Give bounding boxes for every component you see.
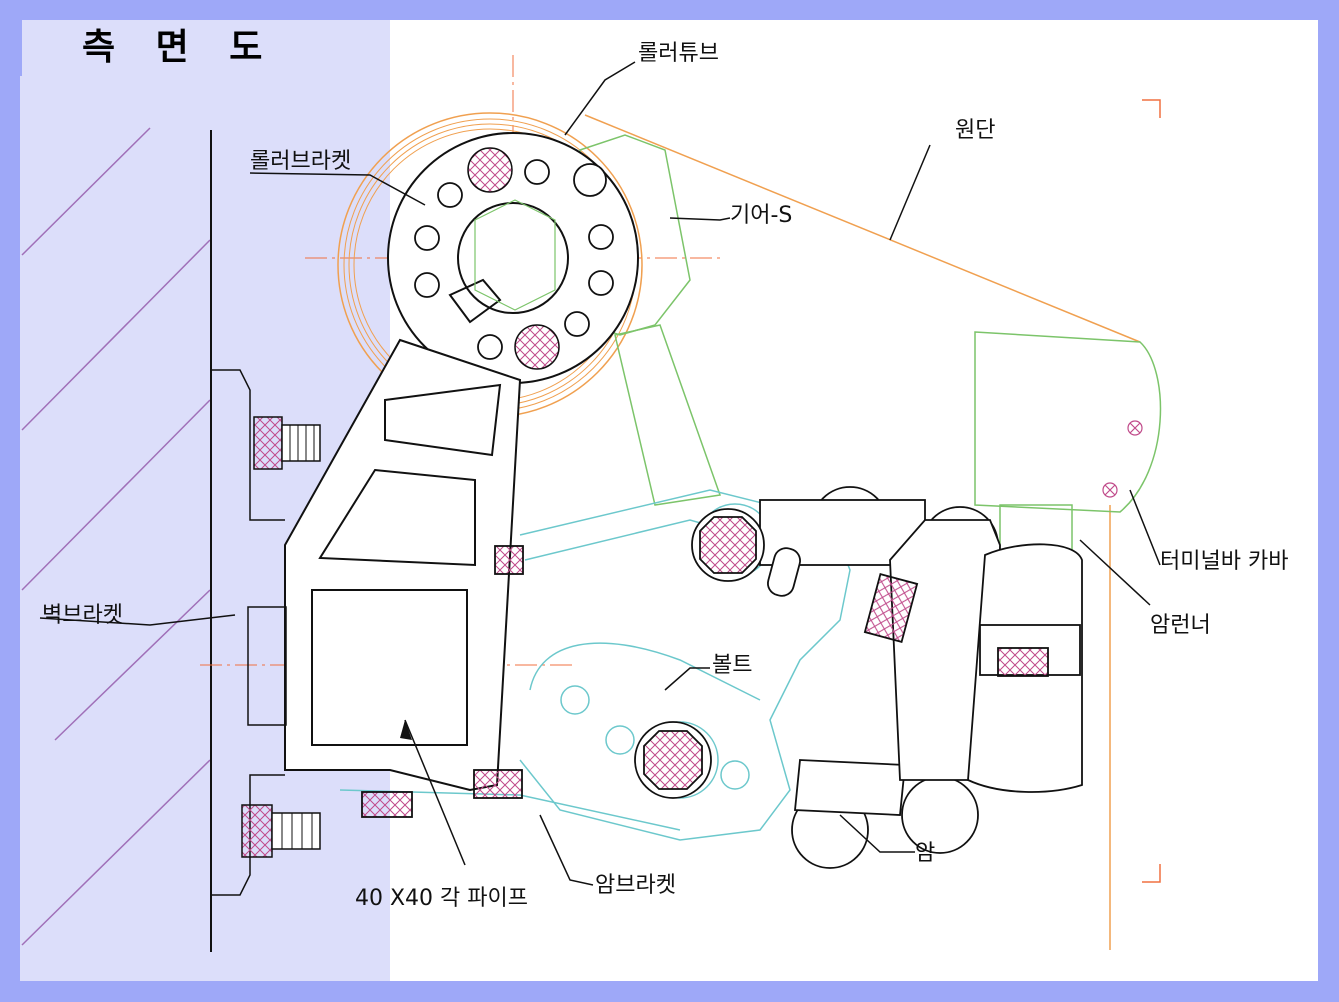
label-wall-bracket: 벽브라켓 bbox=[42, 603, 123, 628]
terminal-bar-screws bbox=[1102, 420, 1143, 498]
pipe-arrow bbox=[400, 720, 412, 740]
wall-panel-top bbox=[290, 20, 390, 76]
label-gear-s: 기어-S bbox=[730, 203, 792, 228]
label-square-pipe: 40 X40 각 파이프 bbox=[355, 886, 528, 911]
label-terminal-bar-cover: 터미널바 카바 bbox=[1160, 549, 1288, 574]
label-bolt: 볼트 bbox=[712, 653, 752, 678]
wall-bolts bbox=[241, 416, 321, 858]
label-roller-tube: 롤러튜브 bbox=[638, 41, 719, 66]
roller-bracket-holes bbox=[414, 159, 614, 360]
page-title: 측 면 도 bbox=[22, 20, 290, 76]
label-arm-runner: 암런너 bbox=[1150, 613, 1211, 638]
wall-hatch bbox=[21, 127, 211, 946]
leader-lines bbox=[39, 61, 1161, 886]
label-roller-bracket: 롤러브라켓 bbox=[250, 149, 351, 174]
label-arm-bracket: 암브라켓 bbox=[595, 873, 676, 898]
wall-bracket bbox=[212, 369, 287, 896]
fabric bbox=[584, 114, 1141, 950]
roller-bracket-inner bbox=[311, 202, 569, 746]
shaft-hex bbox=[474, 199, 556, 311]
terminal-bar-marks bbox=[1142, 99, 1161, 883]
arm-bolts bbox=[361, 508, 1049, 818]
label-arm: 암 bbox=[915, 841, 935, 866]
label-fabric: 원단 bbox=[955, 118, 995, 143]
roller-bracket-bolts bbox=[467, 147, 560, 370]
